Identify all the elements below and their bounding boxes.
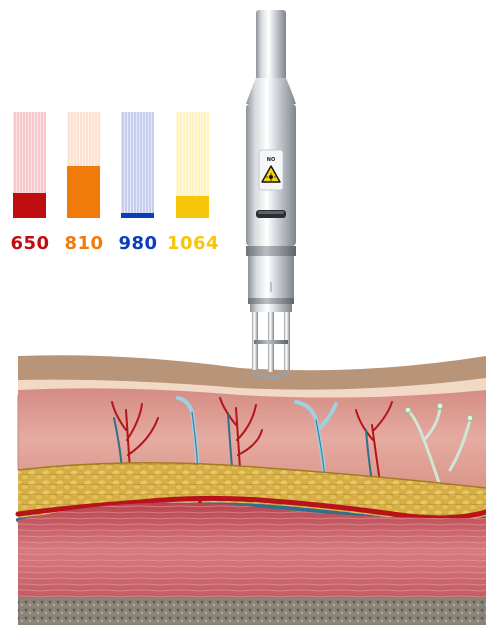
warning-label: NO xyxy=(259,150,283,190)
fascia-layer xyxy=(18,598,486,625)
warning-label-text: NO xyxy=(267,157,275,163)
laser-handpiece xyxy=(246,10,296,379)
